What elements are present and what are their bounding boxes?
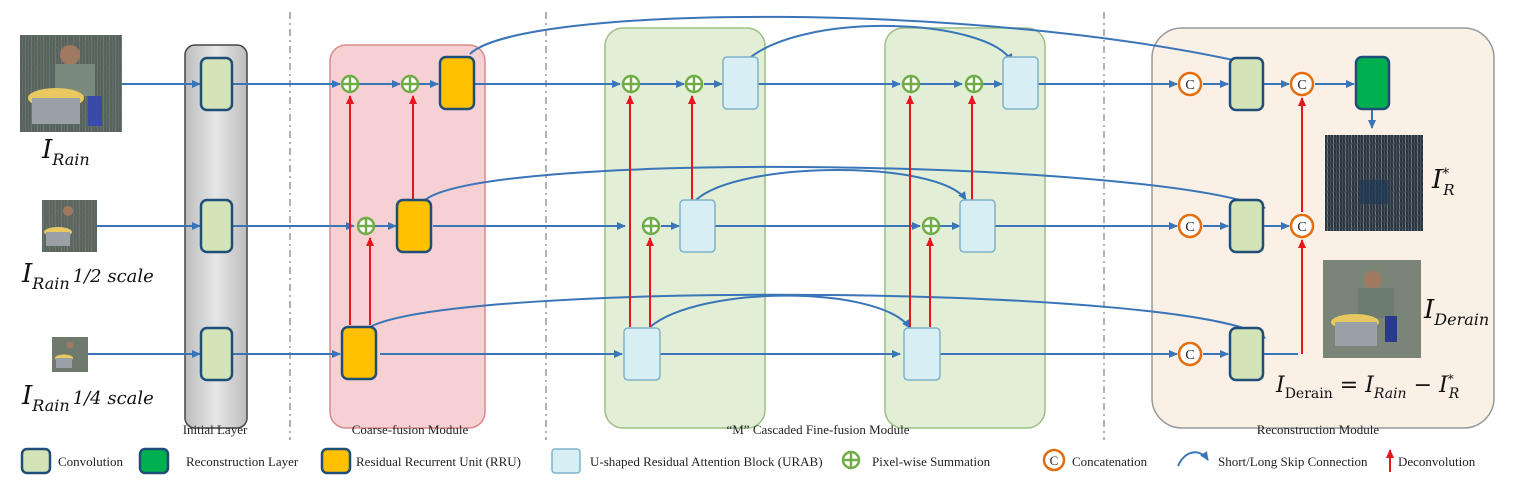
sum-node — [964, 74, 984, 94]
sum-node — [340, 74, 360, 94]
conv-recon-1 — [1228, 56, 1265, 112]
sum-node — [921, 216, 941, 236]
rru-3 — [340, 325, 378, 381]
sum-node — [684, 74, 704, 94]
svg-text:C: C — [1185, 348, 1194, 363]
conv-blocks — [199, 56, 1265, 382]
rru-1 — [438, 55, 476, 111]
legend-deconv-label: Deconvolution — [1398, 454, 1476, 469]
urab-1-bot — [623, 327, 661, 381]
legend-skip-icon — [1177, 451, 1209, 467]
sum-node — [641, 216, 661, 236]
urab-1-top — [722, 56, 759, 110]
urab-1-mid — [679, 199, 716, 253]
legend-sum-icon — [841, 450, 861, 470]
conv-recon-3 — [1228, 326, 1265, 382]
legend-rru-label: Residual Recurrent Unit (RRU) — [356, 454, 521, 469]
rru-blocks — [340, 55, 476, 381]
legend-sum-label: Pixel-wise Summation — [872, 454, 991, 469]
legend-urab-swatch — [551, 448, 581, 474]
legend-recon-label: Reconstruction Layer — [186, 454, 299, 469]
skip-connections — [369, 15, 1376, 339]
concat-node: C — [1289, 213, 1315, 239]
sum-node — [621, 74, 641, 94]
residual-output-image — [1325, 135, 1423, 231]
recon-module-bg — [1151, 27, 1495, 429]
legend: Convolution Reconstruction Layer Residua… — [20, 447, 1476, 475]
summation-nodes — [340, 74, 984, 236]
concat-node: C — [1289, 71, 1315, 97]
conv-initial-1 — [199, 56, 234, 112]
label-i-rain: IRain — [41, 135, 90, 169]
legend-rru-swatch — [320, 447, 352, 475]
input-image-full — [20, 35, 122, 132]
conv-recon-2 — [1228, 198, 1265, 254]
legend-concat-label: Concatenation — [1072, 454, 1148, 469]
concat-node: C — [1177, 341, 1203, 367]
sum-node — [356, 216, 376, 236]
legend-urab-label: U-shaped Residual Attention Block (URAB) — [590, 454, 823, 469]
input-image-quarter — [52, 337, 88, 372]
rru-2 — [395, 198, 433, 254]
concat-node: C — [1177, 213, 1203, 239]
label-recon-module: Reconstruction Module — [1257, 422, 1380, 437]
label-fine-module: “M” Cascaded Fine-fusion Module — [726, 422, 909, 437]
reconstruction-layer-block — [1354, 55, 1391, 111]
deconv-arrows — [346, 95, 1306, 354]
urab-2-mid — [959, 199, 996, 253]
concat-nodes: C C C C C — [1177, 71, 1315, 367]
urab-2-top — [1002, 56, 1039, 110]
label-coarse-module: Coarse-fusion Module — [352, 422, 469, 437]
conv-initial-3 — [199, 326, 234, 382]
svg-text:C: C — [1297, 78, 1306, 93]
sum-node — [901, 74, 921, 94]
label-i-derain: IDerain — [1423, 295, 1489, 329]
svg-text:C: C — [1185, 220, 1194, 235]
legend-recon-swatch — [138, 447, 170, 475]
svg-text:C: C — [1185, 78, 1194, 93]
svg-text:C: C — [1050, 453, 1059, 468]
svg-text:C: C — [1297, 220, 1306, 235]
label-i-r-star: I*R — [1431, 165, 1455, 199]
concat-node: C — [1177, 71, 1203, 97]
legend-conv-label: Convolution — [58, 454, 124, 469]
urab-2-bot — [903, 327, 941, 381]
legend-skip-label: Short/Long Skip Connection — [1218, 454, 1368, 469]
urab-blocks — [623, 56, 1039, 381]
derained-output-image — [1323, 260, 1421, 358]
legend-concat-icon: C — [1042, 448, 1066, 472]
label-initial-layer: Initial Layer — [183, 422, 248, 437]
sum-node — [400, 74, 420, 94]
conv-initial-2 — [199, 198, 234, 254]
equation-derain: IDerain = IRain − I*R — [1275, 372, 1460, 402]
main-flow-lines — [88, 80, 1355, 358]
input-image-half — [42, 200, 97, 252]
legend-conv-swatch — [20, 447, 52, 475]
